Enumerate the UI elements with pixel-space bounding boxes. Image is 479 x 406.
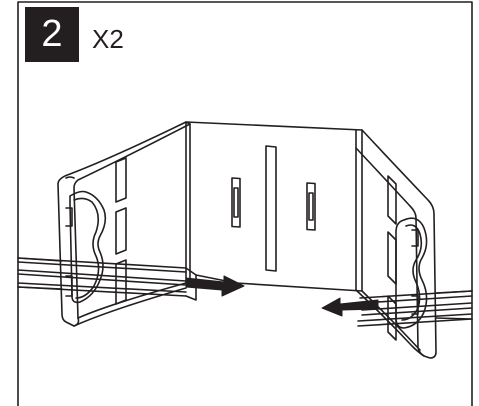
- right-bracket[interactable]: [355, 129, 437, 359]
- quantity-label: X2: [92, 24, 124, 54]
- din-rail: [17, 257, 473, 327]
- panel-border: [17, 1, 473, 406]
- arrow-left-icon: [321, 297, 379, 317]
- left-bracket[interactable]: [57, 121, 191, 327]
- step-number-badge: 2: [25, 7, 79, 62]
- arrow-right-icon: [185, 275, 245, 297]
- center-back-plate: [185, 121, 363, 292]
